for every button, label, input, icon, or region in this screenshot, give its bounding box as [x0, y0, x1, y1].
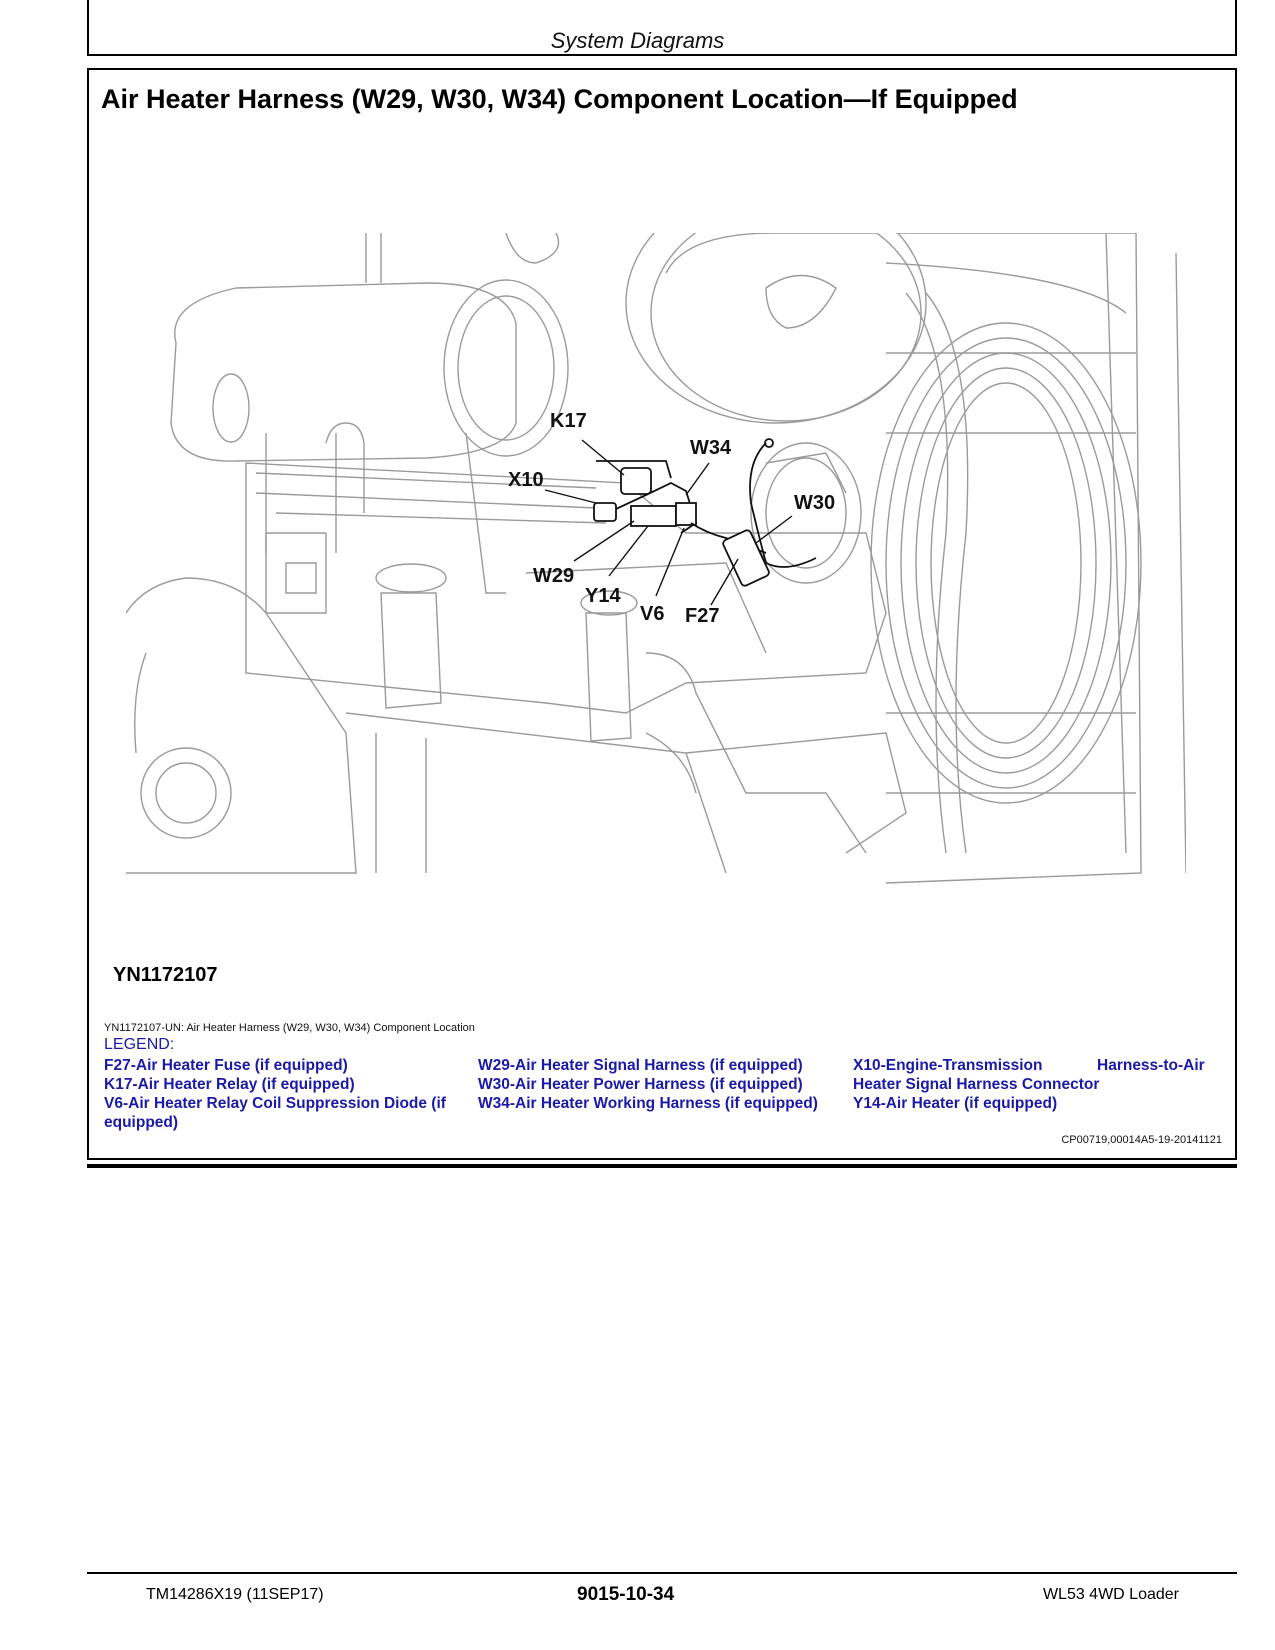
section-title: System Diagrams	[550, 28, 725, 53]
figure-id: YN1172107	[113, 964, 218, 986]
callout-w29: W29	[533, 565, 574, 587]
engine-line-art	[126, 233, 1186, 884]
callout-y14: Y14	[585, 585, 621, 607]
legend-item-x10-desc: Heater Signal Harness Connector	[853, 1076, 1100, 1093]
callout-k17: K17	[550, 410, 587, 432]
content-box	[87, 68, 1237, 1160]
legend-item-v6: V6-Air Heater Relay Coil Suppression Dio…	[104, 1095, 446, 1112]
figure-caption: YN1172107-UN: Air Heater Harness (W29, W…	[104, 1022, 475, 1034]
callout-f27: F27	[685, 605, 719, 627]
footer-machine-model: WL53 4WD Loader	[1042, 1586, 1179, 1603]
document-reference: CP00719,00014A5-19-20141121	[1061, 1134, 1222, 1146]
legend-item-w29: W29-Air Heater Signal Harness (if equipp…	[478, 1057, 803, 1074]
legend-heading: LEGEND:	[104, 1036, 175, 1053]
page-title: Air Heater Harness (W29, W30, W34) Compo…	[101, 84, 1018, 114]
legend-item-x10: X10-Engine-Transmission	[853, 1057, 1043, 1074]
harness-highlight	[593, 438, 817, 587]
legend-item-y14: Y14-Air Heater (if equipped)	[853, 1095, 1058, 1112]
footer-manual-id: TM14286X19 (11SEP17)	[146, 1586, 324, 1603]
callout-w30: W30	[794, 492, 835, 514]
engine-component-diagram: K17 W34 X10 W30 W29 Y14 V6 F27	[126, 233, 1186, 884]
legend-item-x10-cont: Harness-to-Air	[1097, 1057, 1205, 1074]
footer-rule	[87, 1572, 1237, 1574]
legend-item-w30: W30-Air Heater Power Harness (if equippe…	[478, 1076, 803, 1093]
header-frame	[87, 0, 1237, 56]
legend-item-f27: F27-Air Heater Fuse (if equipped)	[104, 1057, 348, 1074]
legend-item-w34: W34-Air Heater Working Harness (if equip…	[478, 1095, 818, 1112]
callout-leaders	[544, 439, 793, 606]
callout-x10: X10	[508, 469, 544, 491]
callout-w34: W34	[690, 437, 732, 459]
section-rule	[87, 1164, 1237, 1168]
footer-page-number: 9015-10-34	[577, 1584, 675, 1605]
legend-item-k17: K17-Air Heater Relay (if equipped)	[104, 1076, 355, 1093]
legend-item-v6-cont: equipped)	[104, 1114, 179, 1131]
callout-v6: V6	[640, 603, 664, 625]
